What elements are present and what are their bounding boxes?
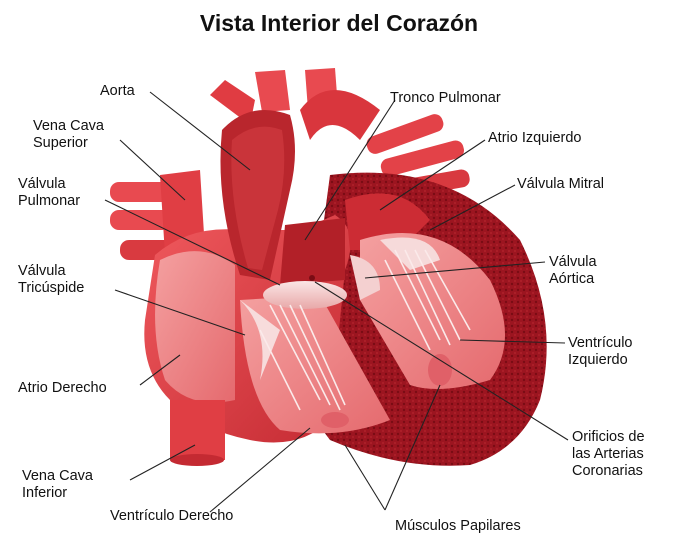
inferior-vena-cava-shape	[170, 400, 225, 460]
label-valvula-mitral: Válvula Mitral	[517, 176, 604, 193]
label-vena-cava-inferior: Vena Cava Inferior	[22, 468, 93, 502]
label-atrio-derecho: Atrio Derecho	[18, 380, 107, 397]
label-valvula-pulmonar: Válvula Pulmonar	[18, 176, 80, 210]
label-atrio-izquierdo: Atrio Izquierdo	[488, 130, 582, 147]
label-ventriculo-derecho: Ventrículo Derecho	[110, 508, 233, 525]
label-valvula-aortica: Válvula Aórtica	[549, 254, 597, 288]
label-valvula-tricuspide: Válvula Tricúspide	[18, 263, 84, 297]
label-ventriculo-izquierdo: Ventrículo Izquierdo	[568, 335, 633, 369]
label-vena-cava-superior: Vena Cava Superior	[33, 118, 104, 152]
label-tronco-pulmonar: Tronco Pulmonar	[390, 90, 501, 107]
label-orificios-arterias-coronarias: Orificios de las Arterias Coronarias	[572, 429, 645, 480]
label-musculos-papilares: Músculos Papilares	[395, 518, 521, 535]
label-aorta: Aorta	[100, 83, 135, 100]
